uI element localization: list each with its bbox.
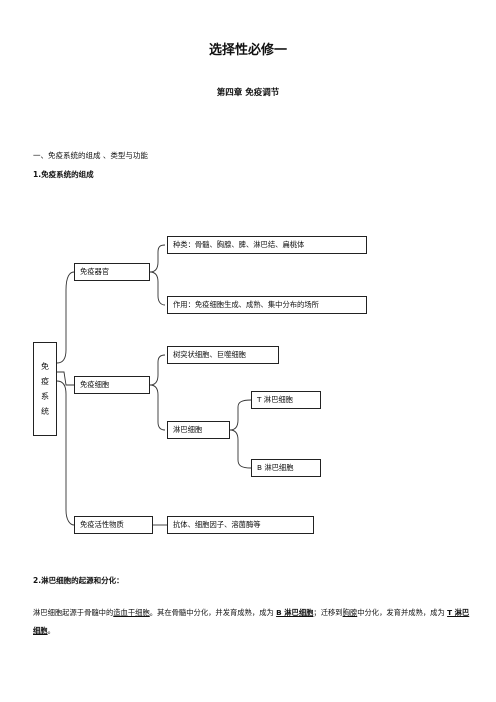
active-substance-box: 免疫活性物质 xyxy=(74,516,153,534)
lymphocyte-box: 淋巴细胞 xyxy=(167,421,230,439)
organ-function-box: 作用：免疫细胞生成、成熟、集中分布的场所 xyxy=(167,296,367,314)
dendritic-box: 树突状细胞、巨噬细胞 xyxy=(167,346,279,364)
subsection-heading: 2.淋巴细胞的起源和分化： xyxy=(33,576,124,585)
subsection-heading: 1.免疫系统的组成 xyxy=(33,170,94,179)
text-run: 。 xyxy=(47,626,55,635)
root-char: 系 xyxy=(41,392,49,401)
organ-types-box: 种类：骨髓、胸腺、脾、淋巴结、扁桃体 xyxy=(167,236,367,254)
underlined-term: 胸腺 xyxy=(342,608,358,617)
immune-system-root: 免 疫 系 统 xyxy=(33,342,57,436)
text-run: 。其在骨髓中分化，并发育成熟，成为 xyxy=(149,608,277,617)
text-run: ；迁移到 xyxy=(313,608,343,617)
page-title: 选择性必修一 xyxy=(208,43,287,58)
active-examples-box: 抗体、细胞因子、溶菌酶等 xyxy=(167,516,314,534)
immune-cells-box: 免疫细胞 xyxy=(74,376,150,394)
underlined-term: B 淋巴细胞 xyxy=(276,608,314,617)
text-run: 淋巴细胞起源于骨髓中的 xyxy=(33,608,114,617)
underlined-term: T 淋巴细胞 xyxy=(33,608,470,635)
text-run: 中分化，发育并成熟，成为 xyxy=(357,608,448,617)
section-heading: 一、免疫系统的组成 、类型与功能 xyxy=(33,151,148,160)
root-char: 疫 xyxy=(41,377,49,386)
chapter-heading: 第四章 免疫调节 xyxy=(216,88,280,98)
root-char: 统 xyxy=(41,407,49,416)
b-cell-box: B 淋巴细胞 xyxy=(251,459,321,477)
root-char: 免 xyxy=(41,362,49,371)
t-cell-box: T 淋巴细胞 xyxy=(251,391,321,409)
underlined-term: 造血干细胞 xyxy=(113,608,150,617)
paragraph: 淋巴细胞起源于骨髓中的造血干细胞。其在骨髓中分化，并发育成熟，成为 B 淋巴细胞… xyxy=(33,604,473,640)
immune-organ-box: 免疫器官 xyxy=(74,263,150,281)
